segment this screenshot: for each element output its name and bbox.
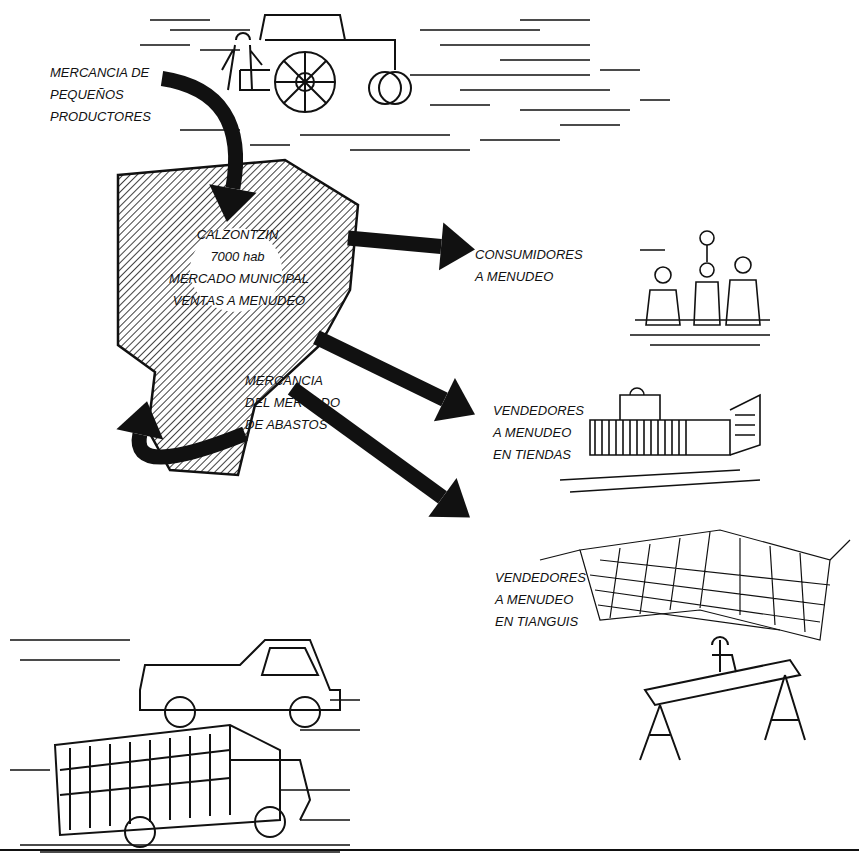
store xyxy=(560,388,760,492)
node-text: VENDEDORES A MENUDEO EN TIENDAS xyxy=(493,400,589,466)
source-label: MERCANCIA DEL MERCADO DE ABASTOS xyxy=(245,370,365,445)
node-text: CALZONTZIN 7000 hab xyxy=(190,224,285,268)
cargo-truck xyxy=(55,725,310,847)
destination-group: CONSUMIDORES A MENUDEO xyxy=(475,222,765,332)
road-ground xyxy=(10,640,360,852)
tractor xyxy=(222,15,411,112)
node-text: MERCANCIA DE PEQUEÑOS PRODUCTORES xyxy=(50,62,158,128)
consumers-people xyxy=(630,231,770,345)
market-table xyxy=(640,637,805,760)
node-text: CONSUMIDORES A MENUDEO xyxy=(475,244,588,288)
node-text: VENDEDORES A MENUDEO EN TIANGUIS xyxy=(495,567,591,633)
source-label: MERCANCIA DE PEQUEÑOS PRODUCTORES xyxy=(50,62,162,128)
field-ground xyxy=(140,20,670,150)
node-text: MERCADO MUNICIPAL VENTAS A MENUDEO xyxy=(164,268,314,312)
flow-arrow xyxy=(316,337,475,421)
flow-arrow xyxy=(292,388,470,517)
flow-arrow xyxy=(162,79,256,223)
frame-line xyxy=(0,849,859,851)
pickup-truck xyxy=(140,640,340,727)
destination-group: VENDEDORES A MENUDEO EN TIANGUIS xyxy=(470,512,850,782)
flow-arrow xyxy=(348,223,475,271)
destination-group: VENDEDORES A MENUDEO EN TIENDAS xyxy=(475,392,775,482)
flow-arrow xyxy=(116,401,245,457)
node-text: MERCANCIA DEL MERCADO DE ABASTOS xyxy=(245,370,345,436)
tianguis-awning xyxy=(540,530,850,640)
